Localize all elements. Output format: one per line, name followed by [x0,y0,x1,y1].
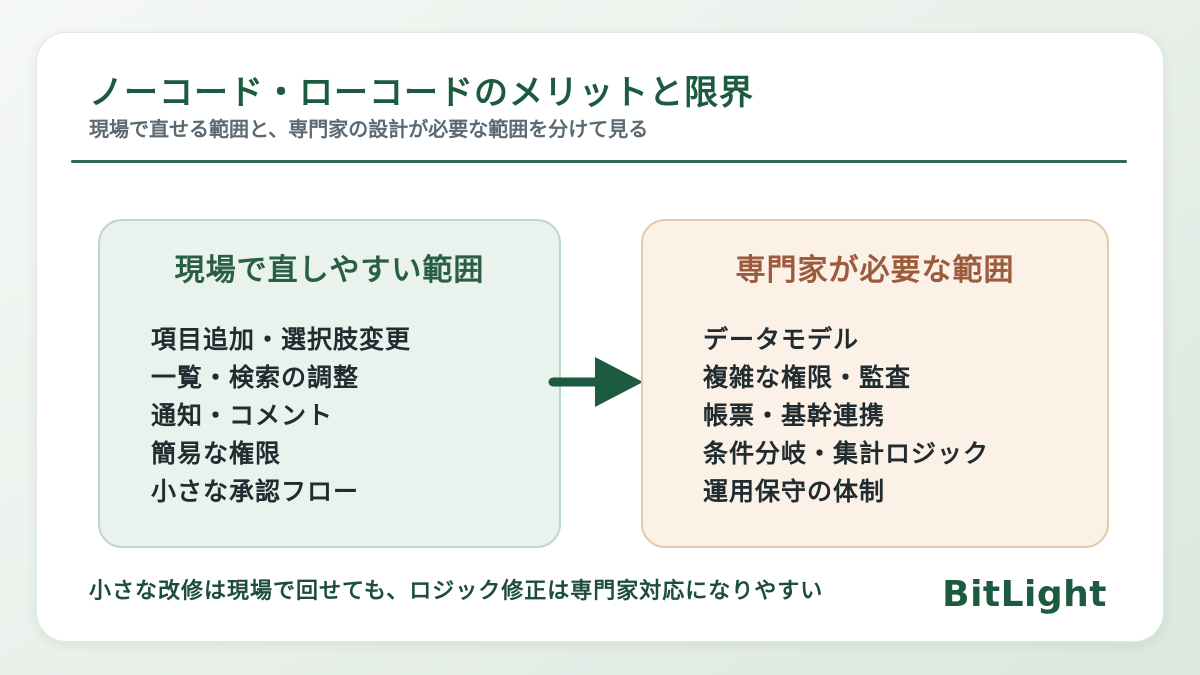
list-item: 小さな承認フロー [151,477,360,506]
list-item: 条件分岐・集計ロジック [703,439,990,468]
expert-box-title: 専門家が必要な範囲 [735,253,1015,288]
footer-note: 小さな改修は現場で回せても、ロジック修正は専門家対応になりやすい [89,579,824,604]
content-card: ノーコード・ローコードのメリットと限界 現場で直せる範囲と、専門家の設計が必要な… [36,32,1164,642]
list-item: データモデル [703,325,860,354]
onsite-box-items: 項目追加・選択肢変更 一覧・検索の調整 通知・コメント 簡易な権限 小さな承認フ… [151,321,559,511]
page-subtitle: 現場で直せる範囲と、専門家の設計が必要な範囲を分けて見る [89,117,649,141]
expert-box-items: データモデル 複雑な権限・監査 帳票・基幹連携 条件分岐・集計ロジック 運用保守… [703,321,1107,511]
list-item: 複雑な権限・監査 [703,363,912,392]
header-divider [71,160,1127,163]
expert-range-box: 専門家が必要な範囲 データモデル 複雑な権限・監査 帳票・基幹連携 条件分岐・集… [641,219,1109,548]
list-item: 通知・コメント [151,401,334,430]
onsite-range-box: 現場で直しやすい範囲 項目追加・選択肢変更 一覧・検索の調整 通知・コメント 簡… [98,219,561,548]
list-item: 一覧・検索の調整 [151,363,360,392]
list-item: 項目追加・選択肢変更 [151,325,412,354]
brand-logo: BitLight [942,574,1107,615]
arrow-right-icon [548,357,643,407]
onsite-box-title: 現場で直しやすい範囲 [174,253,485,288]
list-item: 簡易な権限 [151,439,282,468]
list-item: 運用保守の体制 [703,477,886,506]
page-title: ノーコード・ローコードのメリットと限界 [89,73,754,113]
list-item: 帳票・基幹連携 [703,401,886,430]
